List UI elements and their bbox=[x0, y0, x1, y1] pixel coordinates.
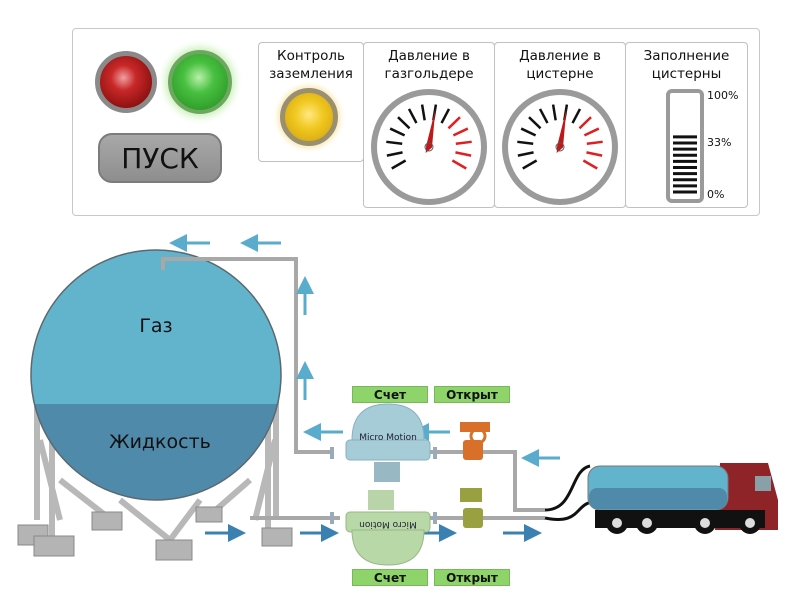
gauge-tick bbox=[389, 127, 406, 137]
tank-fill-title-line2: цистерны bbox=[651, 66, 722, 82]
fill-bar-level bbox=[673, 135, 697, 194]
tank-pressure-box: Давление в цистерне bbox=[494, 42, 626, 208]
grounding-title-line2: заземления bbox=[269, 66, 353, 82]
lower-meter-status-badge: Счет bbox=[352, 569, 428, 586]
gas-flow-arrows bbox=[169, 234, 560, 467]
gauge-tick bbox=[517, 140, 534, 145]
truck-hoses bbox=[544, 464, 593, 521]
lower-meter-status-text: Счет bbox=[373, 570, 407, 585]
lower-valve bbox=[460, 488, 483, 528]
gauge-tick bbox=[391, 159, 407, 170]
gasholder-pressure-title-line2: газгольдере bbox=[384, 66, 474, 82]
gasholder-pressure-gauge bbox=[371, 89, 487, 205]
tank-fill-title-line1: Заполнение bbox=[643, 48, 730, 64]
tank-pressure-gauge bbox=[502, 89, 618, 205]
truck-cab bbox=[715, 463, 778, 530]
upper-meter-status-badge: Счет bbox=[352, 386, 428, 403]
gasholder-pressure-box: Давление в газгольдере bbox=[363, 42, 495, 208]
gauge-tick bbox=[583, 127, 600, 137]
lower-valve-status-badge: Открыт bbox=[434, 569, 510, 586]
lower-flow-meter bbox=[330, 490, 437, 566]
green-indicator-lamp bbox=[168, 50, 232, 114]
gauge-tick bbox=[397, 116, 411, 130]
fill-scale-mid: 33% bbox=[707, 136, 731, 149]
gauge-tick bbox=[586, 140, 603, 145]
upper-meter-brand: Micro Motion bbox=[359, 433, 417, 443]
gauge-tick bbox=[386, 151, 403, 157]
gauge-tick bbox=[452, 127, 469, 137]
gauge-tick bbox=[386, 140, 403, 145]
tank-fill-box: Заполнение цистерны 100% 33% 0% bbox=[625, 42, 748, 208]
liquid-label: Жидкость bbox=[109, 431, 211, 453]
grounding-lamp bbox=[280, 88, 338, 146]
gauge-needle bbox=[556, 108, 567, 153]
fill-scale-top: 100% bbox=[707, 89, 738, 102]
tank-pressure-title-line1: Давление в bbox=[519, 48, 601, 64]
gauge-tick bbox=[455, 140, 472, 145]
gas-label: Газ bbox=[139, 315, 172, 337]
start-button[interactable]: ПУСК bbox=[98, 133, 222, 183]
gauge-tick bbox=[520, 127, 537, 137]
upper-valve-status-badge: Открыт bbox=[434, 386, 510, 403]
tanker-truck bbox=[587, 463, 778, 534]
gauge-tick bbox=[582, 159, 598, 170]
gauge-tick bbox=[440, 108, 451, 124]
gas-region bbox=[31, 250, 281, 405]
grounding-title-line1: Контроль bbox=[277, 48, 345, 64]
gauge-tick bbox=[522, 159, 538, 170]
gauge-tick bbox=[407, 108, 418, 124]
fill-scale-bottom: 0% bbox=[707, 188, 724, 201]
liquid-region bbox=[31, 404, 281, 500]
gauge-pivot bbox=[555, 142, 565, 152]
gauge-pivot bbox=[424, 142, 434, 152]
gauge-needle bbox=[425, 108, 436, 153]
truck-wheels bbox=[606, 512, 761, 534]
gauge-tick bbox=[551, 104, 557, 121]
upper-flow-meter bbox=[330, 403, 437, 482]
gauge-tick bbox=[571, 108, 582, 124]
support-feet bbox=[17, 506, 293, 561]
tank-fill-indicator: 100% 33% 0% bbox=[666, 89, 738, 203]
gasholder-supports bbox=[34, 385, 279, 543]
upper-valve-status-text: Открыт bbox=[446, 387, 498, 402]
gauge-tick bbox=[517, 151, 534, 157]
gasholder-sphere bbox=[31, 250, 281, 500]
tank-pressure-title-line2: цистерне bbox=[526, 66, 594, 82]
gauge-tick bbox=[538, 108, 549, 124]
lower-meter-brand: Micro Motion bbox=[359, 519, 417, 529]
truck-tank bbox=[587, 465, 729, 511]
gauge-tick bbox=[586, 151, 603, 157]
gauge-tick bbox=[528, 116, 542, 130]
upper-meter-status-text: Счет bbox=[373, 387, 407, 402]
gauge-tick bbox=[420, 104, 426, 121]
gauge-tick bbox=[578, 116, 592, 130]
lower-valve-status-text: Открыт bbox=[446, 570, 498, 585]
gauge-tick bbox=[447, 116, 461, 130]
gasholder-pressure-title-line1: Давление в bbox=[388, 48, 470, 64]
upper-valve bbox=[460, 422, 490, 460]
red-indicator-lamp bbox=[95, 51, 157, 113]
gauge-tick bbox=[451, 159, 467, 170]
gauge-tick bbox=[455, 151, 472, 157]
start-button-label: ПУСК bbox=[121, 141, 199, 175]
